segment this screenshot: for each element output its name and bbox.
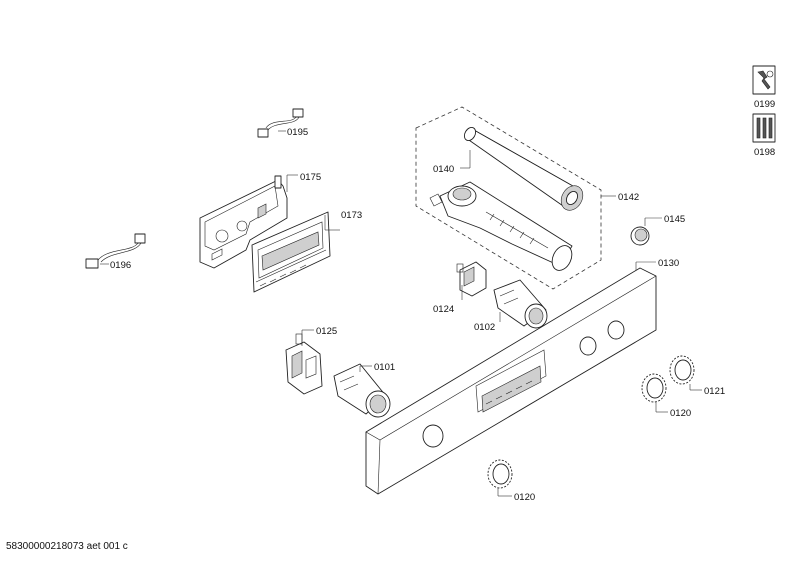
cap-0145[interactable] [630, 226, 650, 246]
label-0196: 0196 [110, 260, 131, 271]
label-0121: 0121 [704, 386, 725, 397]
tube-0140[interactable] [462, 125, 587, 214]
label-0102: 0102 [474, 322, 495, 333]
label-0120-right: 0120 [670, 408, 691, 419]
label-0120-bottom: 0120 [514, 492, 535, 503]
lamp-holder[interactable] [429, 181, 576, 274]
ring-0120-bottom[interactable] [487, 459, 513, 489]
label-0130: 0130 [658, 258, 679, 269]
label-0124: 0124 [433, 304, 454, 315]
label-0145: 0145 [664, 214, 685, 225]
knob-0101[interactable] [333, 363, 391, 418]
ring-0120-right[interactable] [641, 373, 667, 403]
control-panel-0130[interactable] [365, 267, 657, 495]
label-0198: 0198 [754, 147, 775, 158]
tool-icon-0198[interactable] [752, 113, 776, 143]
bracket-0175[interactable] [199, 175, 288, 269]
tool-icon-0199[interactable] [752, 65, 776, 95]
label-0199: 0199 [754, 99, 775, 110]
label-0140: 0140 [433, 164, 454, 175]
knob-0102[interactable] [493, 279, 548, 329]
document-code: 58300000218073 aet 001 c [6, 541, 128, 552]
label-0101: 0101 [374, 362, 395, 373]
cable-0196[interactable] [85, 233, 146, 269]
assembly-outline-0142 [415, 106, 602, 290]
ring-0121[interactable] [669, 355, 695, 385]
switch-0124[interactable] [456, 261, 487, 297]
cable-0195[interactable] [257, 108, 304, 138]
label-0142: 0142 [618, 192, 639, 203]
display-module-0173[interactable] [251, 211, 331, 293]
label-0195: 0195 [287, 127, 308, 138]
switch-0125[interactable] [285, 333, 323, 395]
label-0175: 0175 [300, 172, 321, 183]
label-0173: 0173 [341, 210, 362, 221]
label-0125: 0125 [316, 326, 337, 337]
